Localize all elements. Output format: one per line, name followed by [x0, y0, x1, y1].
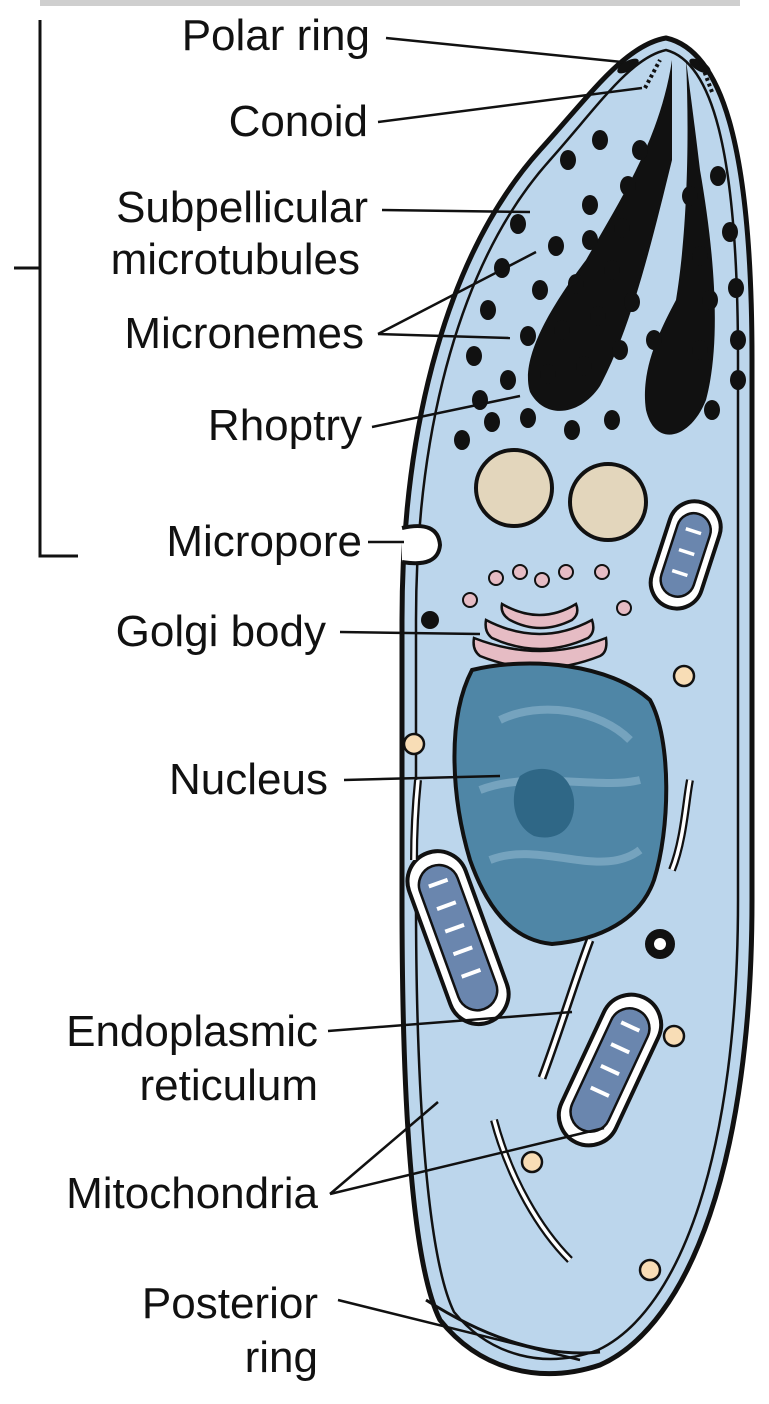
label-conoid: Conoid [229, 97, 368, 146]
label-micropore: Micropore [166, 517, 362, 566]
label-subpellicular-line2: microtubules [111, 235, 360, 284]
microneme-dot [548, 236, 564, 256]
microneme-dot [510, 214, 526, 234]
microneme-dot [612, 340, 628, 360]
microneme-dot [582, 230, 598, 250]
label-polar-ring: Polar ring [182, 11, 370, 60]
microneme-dot [568, 274, 584, 294]
labels: Polar ring Conoid Subpellicular microtub… [66, 11, 370, 1382]
microneme-dot [692, 246, 708, 266]
microneme-dot [500, 370, 516, 390]
microneme-dot [472, 390, 488, 410]
microneme-dot [560, 150, 576, 170]
label-rhoptry: Rhoptry [208, 401, 362, 450]
microneme-dot [576, 356, 592, 376]
microneme-dot [646, 330, 662, 350]
label-posterior-line2: ring [245, 1333, 318, 1382]
label-endoplasmic-line1: Endoplasmic [66, 1007, 318, 1056]
microneme-dot [710, 166, 726, 186]
label-endoplasmic-line2: reticulum [140, 1061, 319, 1110]
microneme-dot [604, 410, 620, 430]
microneme-dot [480, 300, 496, 320]
microneme-dot [722, 222, 738, 242]
microneme-dot [484, 412, 500, 432]
label-mitochondria: Mitochondria [66, 1169, 318, 1218]
microneme-dot [702, 290, 718, 310]
microneme-dot [454, 430, 470, 450]
microneme-dot [520, 326, 536, 346]
microneme-dot [582, 195, 598, 215]
microneme-dot [564, 420, 580, 440]
microneme-dot [682, 186, 698, 206]
apical-complex-bracket [40, 20, 78, 556]
micropore-shape [402, 526, 440, 563]
microneme-dot [554, 320, 570, 340]
microneme-dot [532, 280, 548, 300]
microneme-dot [520, 408, 536, 428]
label-micronemes: Micronemes [124, 309, 364, 358]
microneme-dot [632, 140, 648, 160]
label-subpellicular-line1: Subpellicular [116, 183, 368, 232]
label-golgi-body: Golgi body [116, 607, 326, 656]
microneme-dot [466, 346, 482, 366]
label-nucleus: Nucleus [169, 755, 328, 804]
microneme-dot [604, 260, 620, 280]
microneme-dot [624, 292, 640, 312]
microneme-dot [730, 370, 746, 390]
microneme-dot [620, 176, 636, 196]
microneme-dot [540, 364, 556, 384]
microneme-dot [730, 330, 746, 350]
cropped-caption-fragment [40, 0, 740, 6]
microneme-dot [692, 340, 708, 360]
label-posterior-line1: Posterior [142, 1279, 318, 1328]
microneme-dot [728, 278, 744, 298]
microneme-dot [614, 218, 630, 238]
microneme-dot [592, 130, 608, 150]
microneme-dot [704, 400, 720, 420]
microneme-dot [590, 306, 606, 326]
